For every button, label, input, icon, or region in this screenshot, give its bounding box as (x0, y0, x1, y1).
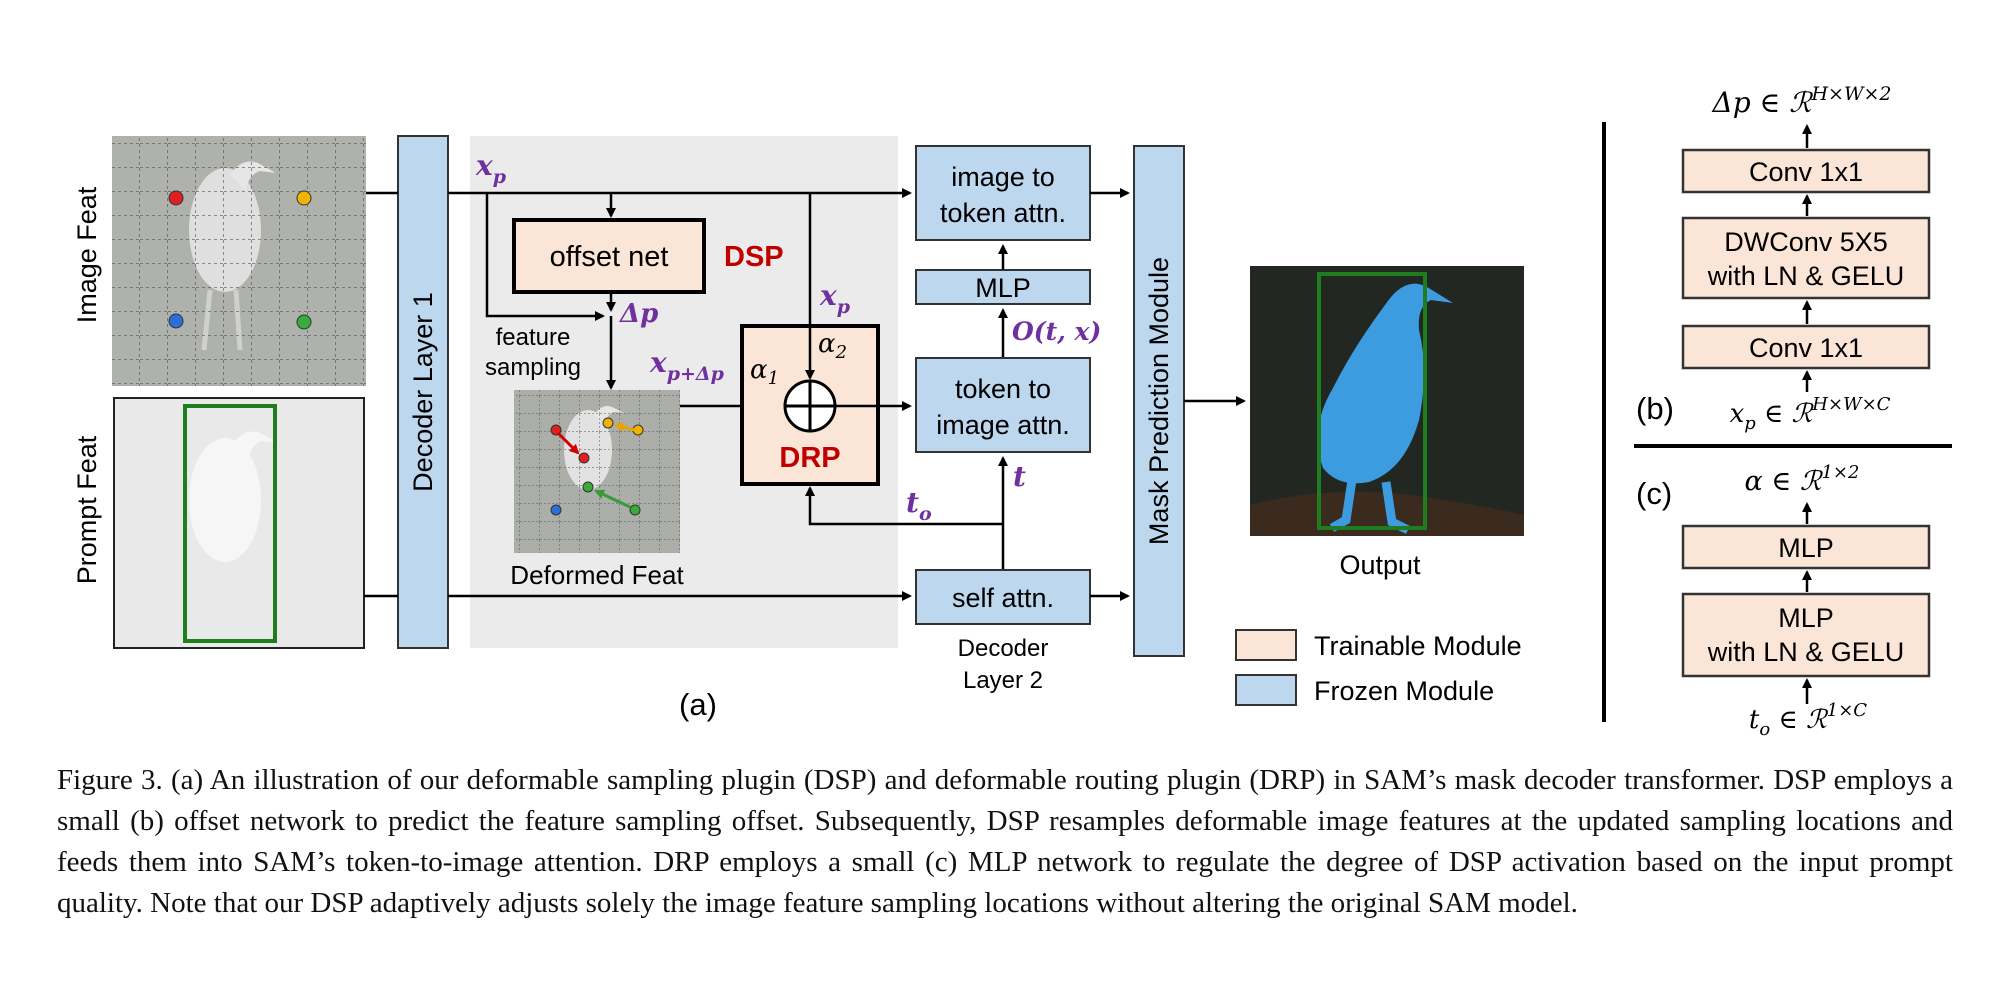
decoder-layer-2-label-2: Layer 2 (963, 667, 1043, 694)
decoder-layer-1-block (397, 135, 449, 649)
panel-b-dwconv-label-1: DWConv 5X5 (1724, 227, 1888, 257)
panel-c-mlp-label-1: MLP (1778, 603, 1834, 633)
image-feat-thumbnail (112, 136, 366, 386)
t-label: t (1013, 460, 1026, 493)
offset-net-label: offset net (550, 241, 669, 273)
o-tx-label: O(t, x) (1012, 317, 1101, 346)
panel-b-conv-top-label: Conv 1x1 (1749, 157, 1863, 187)
alpha1-label: α1 (750, 355, 779, 389)
panel-b-label: (b) (1636, 391, 1674, 426)
feature-sampling-label-1: feature (496, 324, 571, 351)
panel-b-output-label: Δp ∈ ℛH×W×2 (1711, 83, 1891, 119)
decoder-layer-1-label: Decoder Layer 1 (408, 292, 438, 492)
alpha2-label: α2 (818, 329, 847, 363)
image-to-token-attn-block (915, 145, 1091, 241)
output-thumbnail (1250, 266, 1524, 536)
xp-dp-label: xp+Δp (649, 346, 725, 385)
panel-a-label: (a) (679, 687, 717, 722)
t-o-label: to (906, 486, 932, 525)
image-to-token-attn-label-2: token attn. (940, 198, 1066, 228)
legend-frozen-label: Frozen Module (1314, 676, 1494, 706)
deformed-feat-thumbnail (514, 390, 680, 553)
panel-c-mlp-top-label: MLP (1778, 533, 1834, 563)
deformed-feat-label: Deformed Feat (510, 560, 684, 590)
decoder-layer-2-label-1: Decoder (958, 635, 1049, 662)
image-feat-label: Image Feat (72, 186, 102, 323)
legend-trainable-swatch (1235, 629, 1297, 661)
mlp-label: MLP (975, 273, 1031, 303)
token-to-image-attn-label-1: token to (955, 374, 1051, 404)
panel-c-mlp-label-2: with LN & GELU (1707, 637, 1905, 667)
panel-b-dwconv-block (1681, 216, 1931, 300)
panel-b-conv-top-block (1681, 148, 1931, 194)
figure-caption: Figure 3. (a) An illustration of our def… (57, 764, 1953, 919)
panel-c-mlp-top-block (1681, 524, 1931, 570)
panel-c-output-label: α ∈ ℛ1×2 (1745, 462, 1860, 497)
xp-label: xp (475, 149, 507, 188)
dsp-label: DSP (724, 241, 784, 273)
panel-b-conv-bottom-block (1681, 324, 1931, 370)
mlp-block (915, 269, 1091, 305)
image-to-token-attn-label-1: image to (951, 162, 1055, 192)
offset-net-box (512, 218, 706, 294)
legend-trainable-label: Trainable Module (1314, 631, 1522, 661)
panel-b-dwconv-label-2: with LN & GELU (1707, 261, 1905, 291)
prompt-feat-label: Prompt Feat (72, 435, 102, 584)
panel-c-label: (c) (1636, 476, 1672, 511)
panel-b-input-label: xp ∈ ℛH×W×C (1730, 394, 1891, 434)
panel-b-conv-bottom-label: Conv 1x1 (1749, 333, 1863, 363)
prompt-feat-thumbnail (113, 397, 365, 649)
figure-3-diagram: Image Feat Prompt Feat Decoder Layer 1 x… (72, 83, 1952, 740)
drp-label: DRP (779, 442, 840, 474)
self-attn-label: self attn. (952, 583, 1054, 613)
mask-prediction-module-block (1133, 145, 1185, 657)
xp-label-2: xp (819, 279, 851, 318)
panel-c-mlp-block (1681, 592, 1931, 678)
panel-c-input-label: to ∈ ℛ1×C (1749, 700, 1867, 740)
token-to-image-attn-label-2: image attn. (936, 410, 1070, 440)
output-label: Output (1339, 550, 1421, 580)
legend-frozen-swatch (1235, 674, 1297, 706)
mask-prediction-module-label: Mask Prediction Module (1144, 257, 1174, 545)
feature-sampling-label-2: sampling (485, 354, 581, 381)
delta-p-label: Δp (618, 299, 658, 329)
token-to-image-attn-block (915, 357, 1091, 453)
